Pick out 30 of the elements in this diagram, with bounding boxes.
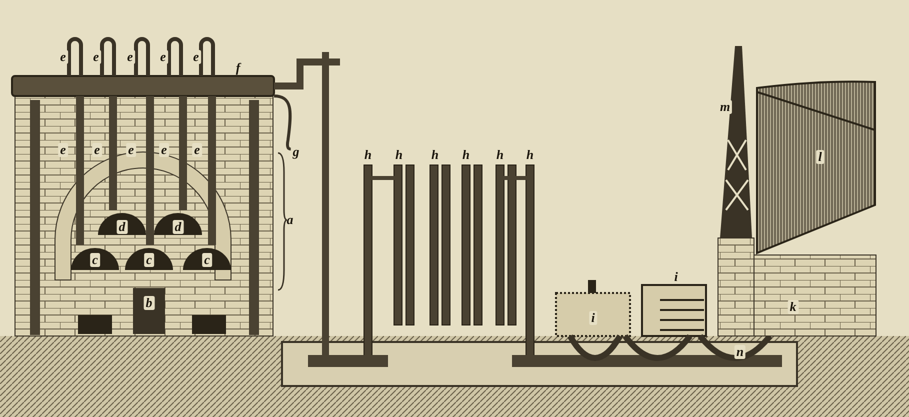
callout-letter: e: [158, 50, 168, 64]
callout-letter: c: [202, 253, 212, 267]
callout-letter: e: [191, 50, 201, 64]
callout-letter: c: [90, 253, 100, 267]
callout-letter: h: [429, 148, 441, 162]
callout-letter: n: [734, 345, 746, 359]
callout-letter: f: [234, 61, 242, 75]
callout-letter: h: [494, 148, 506, 162]
callout-letter: e: [125, 50, 135, 64]
callout-letter: l: [816, 150, 824, 164]
callout-letter: g: [290, 145, 302, 159]
callout-letter: m: [718, 100, 732, 114]
callout-letter: c: [144, 253, 154, 267]
callout-letter: e: [192, 143, 202, 157]
callout-letter: h: [362, 148, 374, 162]
callout-letter: e: [159, 143, 169, 157]
callout-letter: h: [460, 148, 472, 162]
callout-letter: e: [58, 50, 68, 64]
callout-letter: h: [524, 148, 536, 162]
callout-letter: h: [393, 148, 405, 162]
callout-letter: d: [116, 220, 128, 234]
callout-letter: i: [672, 270, 680, 284]
callout-letter: e: [58, 143, 68, 157]
callout-letter: d: [172, 220, 184, 234]
callout-letter: e: [126, 143, 136, 157]
callout-letter: e: [92, 143, 102, 157]
callout-letter: e: [91, 50, 101, 64]
callout-letter: b: [144, 296, 154, 310]
callout-letter: i: [589, 311, 597, 325]
callout-letter: k: [788, 300, 798, 314]
